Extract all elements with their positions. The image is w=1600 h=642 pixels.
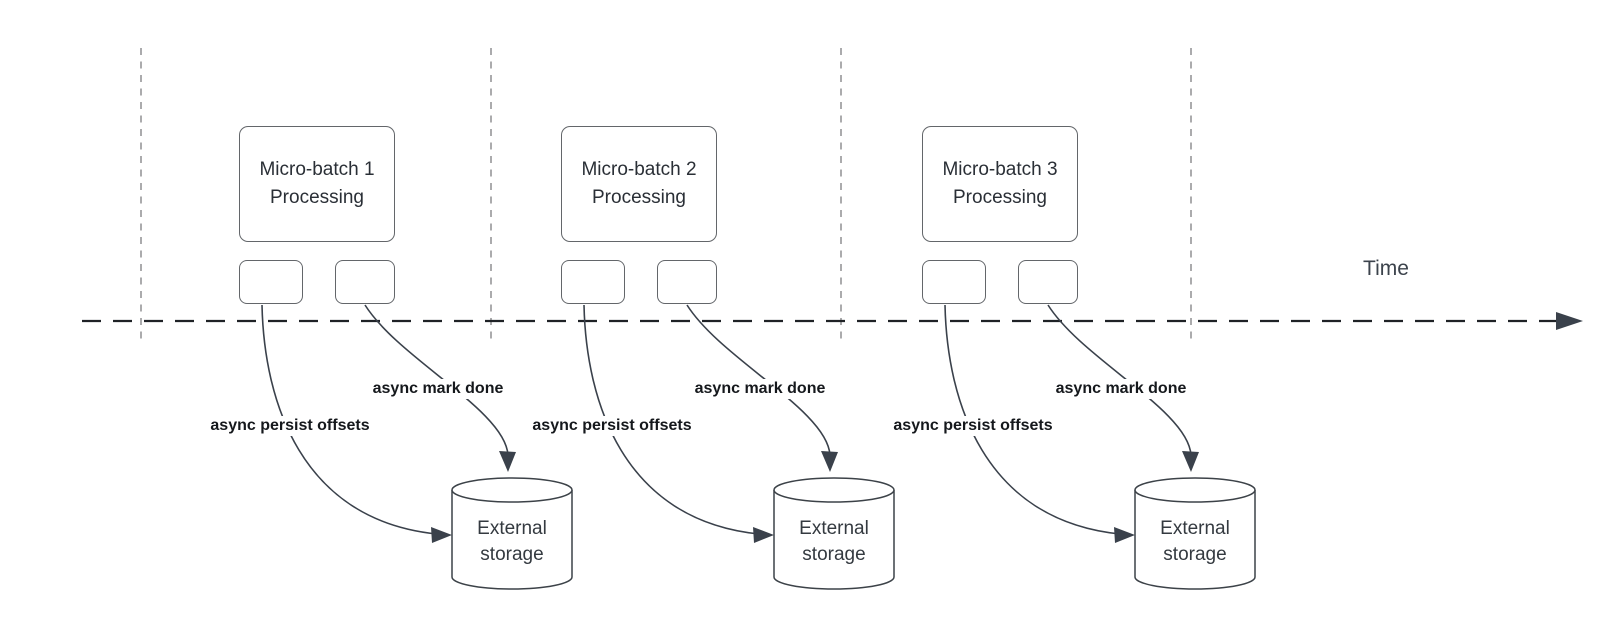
persist-offsets-arrow [261, 304, 438, 535]
persist-offsets-label: async persist offsets [207, 416, 373, 436]
mark-done-task-box [1018, 260, 1078, 304]
storage-cylinder-top [451, 477, 573, 503]
micro-batch-title-line1: Micro-batch 3 [942, 159, 1058, 180]
storage-cylinder-body [1134, 490, 1256, 590]
persist-offsets-task-box [922, 260, 986, 304]
persist-offsets-label: async persist offsets [529, 416, 695, 436]
mark-done-arrowhead-icon [1182, 451, 1199, 472]
micro-batch-processing-box: Micro-batch 2 Processing [561, 126, 717, 242]
persist-offsets-arrowhead-icon [1114, 527, 1135, 543]
batch-geometry-3 [944, 304, 1256, 590]
timeline-arrowhead-icon [1556, 312, 1583, 330]
persist-offsets-task-box [561, 260, 625, 304]
micro-batch-title-line2: Processing [592, 187, 686, 208]
micro-batch-processing-box: Micro-batch 3 Processing [922, 126, 1078, 242]
external-storage-line1: External [477, 518, 547, 539]
persist-offsets-label: async persist offsets [890, 416, 1056, 436]
persist-offsets-arrowhead-icon [431, 527, 452, 543]
mark-done-task-box [657, 260, 717, 304]
external-storage-line2: storage [1163, 544, 1227, 565]
micro-batch-title-line2: Processing [270, 187, 364, 208]
mark-done-label: async mark done [369, 379, 507, 399]
external-storage-line2: storage [480, 544, 544, 565]
batch-geometry-1 [261, 304, 573, 590]
mark-done-arrowhead-icon [821, 451, 838, 472]
mark-done-label: async mark done [691, 379, 829, 399]
micro-batch-title-line1: Micro-batch 1 [259, 159, 375, 180]
persist-offsets-arrow [944, 304, 1121, 535]
mark-done-label: async mark done [1052, 379, 1190, 399]
storage-cylinder-body [451, 490, 573, 590]
micro-batch-title-line1: Micro-batch 2 [581, 159, 697, 180]
micro-batch-processing-box: Micro-batch 1 Processing [239, 126, 395, 242]
external-storage-line1: External [1160, 518, 1230, 539]
external-storage-line2: storage [802, 544, 866, 565]
external-storage-label: External storage [799, 516, 869, 568]
persist-offsets-arrowhead-icon [753, 527, 774, 543]
persist-offsets-arrow [583, 304, 760, 535]
mark-done-task-box [335, 260, 395, 304]
persist-offsets-task-box [239, 260, 303, 304]
storage-cylinder-body [773, 490, 895, 590]
time-interval-guides [140, 48, 1192, 342]
batch-geometry-2 [583, 304, 895, 590]
external-storage-label: External storage [1160, 516, 1230, 568]
storage-cylinder-top [1134, 477, 1256, 503]
external-storage-line1: External [799, 518, 869, 539]
micro-batch-title-line2: Processing [953, 187, 1047, 208]
external-storage-label: External storage [477, 516, 547, 568]
storage-cylinder-top [773, 477, 895, 503]
time-axis-label: Time [1363, 257, 1409, 280]
mark-done-arrowhead-icon [499, 451, 516, 472]
